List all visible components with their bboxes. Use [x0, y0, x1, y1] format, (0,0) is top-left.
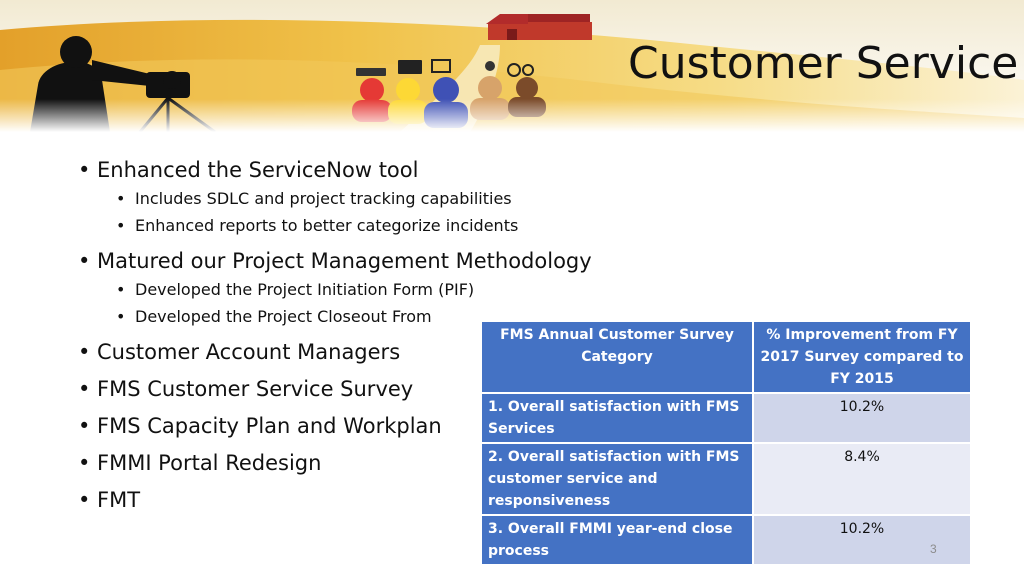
table-cell-category: 2. Overall satisfaction with FMS custome…: [480, 442, 754, 516]
table-row: 3. Overall FMMI year-end close process 1…: [480, 514, 972, 566]
table-header-row: FMS Annual Customer Survey Category % Im…: [480, 320, 972, 394]
table-cell-category: 3. Overall FMMI year-end close process: [480, 514, 754, 566]
slide-title: Customer Service: [628, 38, 1019, 89]
bullet-item: Enhanced the ServiceNow tool: [78, 156, 498, 185]
table-header-improvement: % Improvement from FY 2017 Survey compar…: [752, 320, 972, 394]
table-row: 1. Overall satisfaction with FMS Service…: [480, 392, 972, 444]
bullet-item: FMT: [78, 486, 498, 515]
sub-bullet-item: Includes SDLC and project tracking capab…: [116, 185, 512, 212]
sub-bullet-item: Enhanced reports to better categorize in…: [116, 212, 518, 239]
sub-bullet-item: Developed the Project Closeout From: [116, 303, 498, 330]
table-cell-value: 8.4%: [752, 442, 972, 516]
table-cell-value: 10.2%: [752, 392, 972, 444]
table-cell-category: 1. Overall satisfaction with FMS Service…: [480, 392, 754, 444]
bullet-item: Customer Account Managers: [78, 338, 498, 367]
table-row: 2. Overall satisfaction with FMS custome…: [480, 442, 972, 516]
bullet-item: FMMI Portal Redesign: [78, 449, 498, 478]
table-cell-value: 10.2%: [752, 514, 972, 566]
banner-illustration: [0, 0, 1024, 132]
page-number: 3: [930, 542, 937, 556]
sub-bullet-item: Developed the Project Initiation Form (P…: [116, 276, 498, 303]
bullet-list: Enhanced the ServiceNow tool Includes SD…: [78, 156, 592, 515]
bullet-item: FMS Customer Service Survey: [78, 375, 498, 404]
survey-table: FMS Annual Customer Survey Category % Im…: [480, 320, 972, 566]
bullet-item: Matured our Project Management Methodolo…: [78, 247, 592, 276]
table-header-category: FMS Annual Customer Survey Category: [480, 320, 754, 394]
bullet-item: FMS Capacity Plan and Workplan: [78, 412, 498, 441]
